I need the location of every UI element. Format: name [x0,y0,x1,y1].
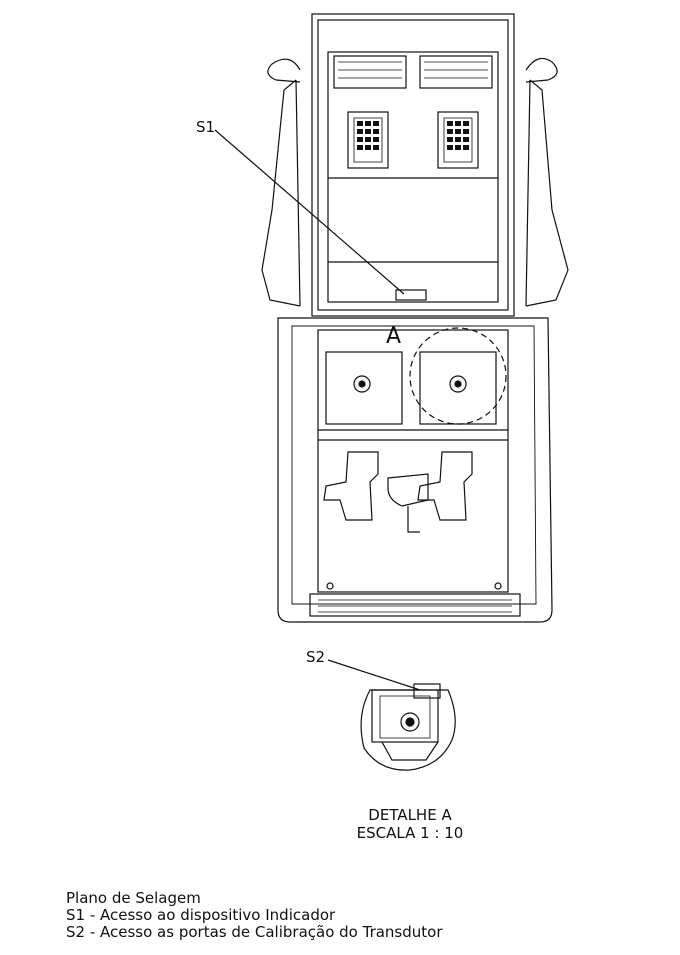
keypad-right [437,111,479,169]
display-panel-left [333,55,407,89]
detail-caption: DETALHE A ESCALA 1 : 10 [320,806,500,842]
transducer-seal-s2 [413,683,441,699]
meter-left [325,351,403,425]
detail-caption-title: DETALHE A [368,806,452,824]
nozzle-right [417,451,473,521]
upper-housing [261,13,569,317]
lower-cabinet [277,317,553,623]
display-panel-right [419,55,493,89]
detail-caption-scale: ESCALA 1 : 10 [356,824,464,842]
s2-label: S2 [306,648,326,666]
keypad-left [347,111,389,169]
detail-a-circle [409,327,507,425]
s1-leader-line [214,129,405,295]
detail-a-view [360,683,456,771]
s2-leader-line [327,659,421,691]
meter-right [419,351,497,425]
s1-label: S1 [196,118,216,136]
nozzle-left [323,451,379,521]
legend-item-s2: S2 - Acesso as portas de Calibração do T… [66,923,443,941]
legend-title: Plano de Selagem [66,889,201,907]
indicator-seal-s1 [395,289,427,301]
legend-item-s1: S1 - Acesso ao dispositivo Indicador [66,906,336,924]
detail-a-marker: A [386,324,402,349]
sealing-legend: Plano de Selagem S1 - Acesso ao disposit… [66,890,443,941]
